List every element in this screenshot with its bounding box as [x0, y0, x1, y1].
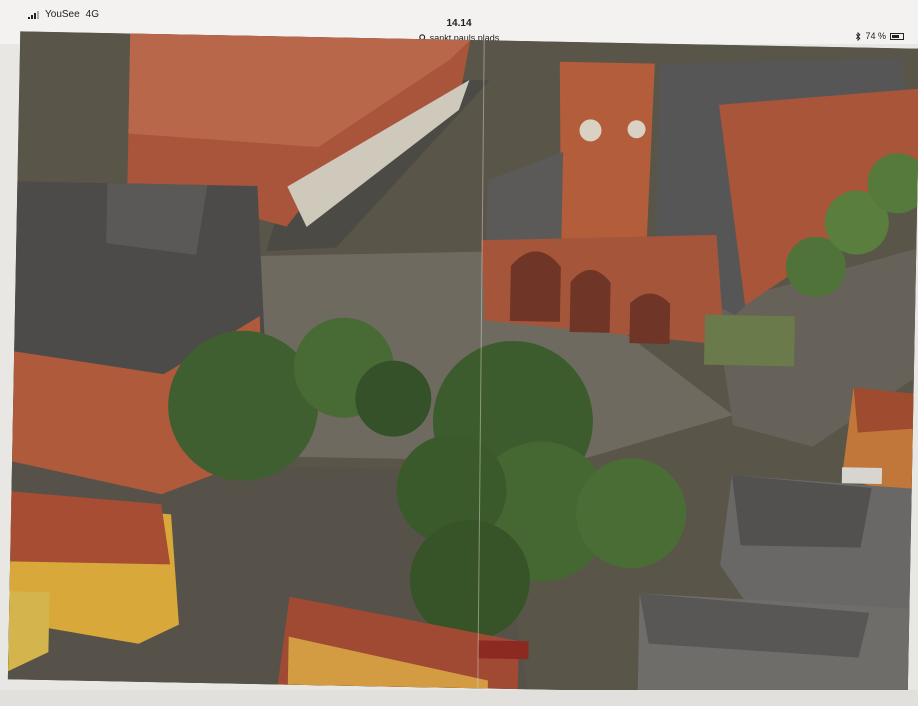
address-text: sankt pauls plads: [429, 33, 500, 43]
church-tower: [559, 61, 655, 257]
battery-fill: [892, 34, 900, 38]
bluetooth-icon: [856, 31, 861, 41]
page-bottom-strip: [0, 690, 918, 706]
tree-cluster: [168, 330, 319, 481]
battery-percent: 74 %: [865, 31, 886, 41]
carrier-name: YouSee: [45, 9, 80, 20]
signal-icon: [28, 10, 39, 19]
page-fold: [477, 40, 485, 689]
building-left: [14, 181, 265, 375]
aerial-photo: [7, 31, 918, 697]
network-type: 4G: [85, 9, 100, 20]
clock: 14.14: [446, 18, 472, 29]
battery-icon: [890, 32, 904, 40]
status-right: 74 %: [855, 31, 904, 41]
status-left: YouSee 4G: [28, 9, 99, 20]
aerial-photo-drawing: [7, 31, 918, 697]
